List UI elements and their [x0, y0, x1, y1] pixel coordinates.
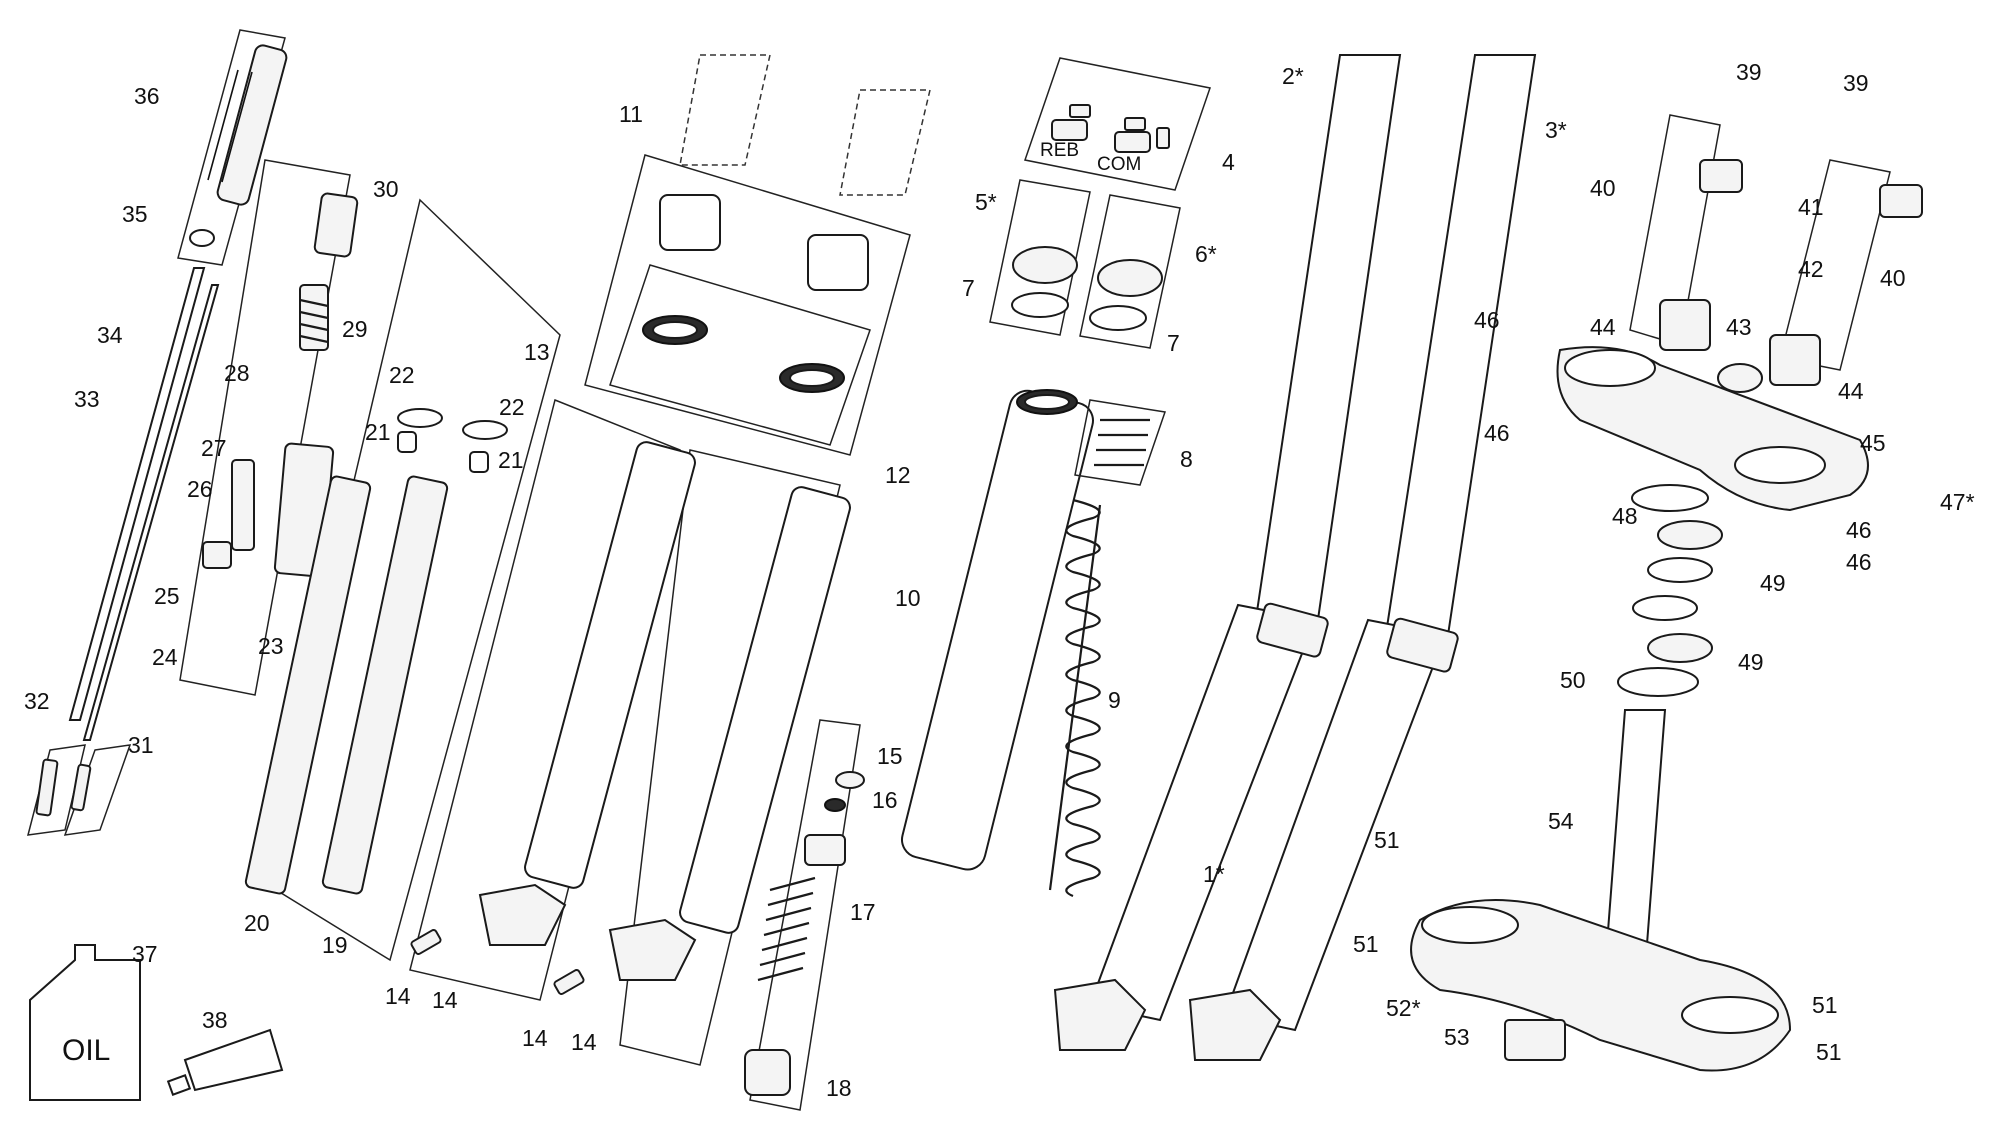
label-45: 45 [1860, 430, 1886, 456]
lower-triple-clamp [1410, 709, 1792, 1072]
label-46b: 46 [1484, 420, 1510, 446]
oil-bottle: OIL [29, 944, 141, 1101]
com-label: COM [1097, 154, 1141, 175]
label-9: 9 [1108, 687, 1121, 713]
fork-leg-3 [1188, 54, 1537, 1061]
group-15-18-frame [744, 719, 865, 1111]
label-49b: 49 [1738, 649, 1764, 675]
label-38: 38 [202, 1007, 228, 1033]
label-7b: 7 [1167, 330, 1180, 356]
group-19-22-frame [244, 198, 561, 962]
label-39b: 39 [1843, 70, 1869, 96]
label-22b: 22 [499, 394, 525, 420]
label-14d: 14 [571, 1029, 597, 1055]
rods-33-34 [26, 267, 220, 836]
label-20: 20 [244, 910, 270, 936]
label-13: 13 [524, 339, 550, 365]
label-21b: 21 [498, 447, 524, 473]
label-25: 25 [154, 583, 180, 609]
label-2: 2* [1282, 63, 1304, 89]
label-29: 29 [342, 316, 368, 342]
label-37: 37 [132, 941, 158, 967]
label-21a: 21 [365, 419, 391, 445]
label-46c: 46 [1846, 517, 1872, 543]
label-35: 35 [122, 201, 148, 227]
upper-triple-clamp [1556, 346, 1869, 512]
group-5-6-frames [989, 179, 1181, 349]
label-14c: 14 [522, 1025, 548, 1051]
group-4-frame: REB COM [1024, 57, 1211, 191]
label-52: 52* [1386, 995, 1421, 1021]
label-23: 23 [258, 633, 284, 659]
label-1: 1* [1203, 861, 1225, 887]
label-43: 43 [1726, 314, 1752, 340]
label-30: 30 [373, 176, 399, 202]
label-34: 34 [97, 322, 123, 348]
label-3: 3* [1545, 117, 1567, 143]
label-49a: 49 [1760, 570, 1786, 596]
grease-tube [166, 1028, 284, 1096]
label-46d: 46 [1846, 549, 1872, 575]
cartridge-10 [901, 389, 1094, 871]
oil-label: OIL [62, 1034, 110, 1067]
label-18: 18 [826, 1075, 852, 1101]
label-42: 42 [1798, 256, 1824, 282]
label-7a: 7 [962, 275, 975, 301]
label-19: 19 [322, 932, 348, 958]
label-40b: 40 [1880, 265, 1906, 291]
reb-label: REB [1040, 140, 1079, 161]
callout-labels: 1* 2* 3* 4 5* 6* 7 7 8 9 10 11 12 13 14 … [24, 59, 1975, 1101]
label-11: 11 [619, 101, 643, 127]
label-14a: 14 [385, 983, 411, 1009]
spring-8-frame [1074, 399, 1166, 486]
label-48: 48 [1612, 503, 1638, 529]
label-17: 17 [850, 899, 876, 925]
label-39a: 39 [1736, 59, 1762, 85]
label-33: 33 [74, 386, 100, 412]
label-4: 4 [1222, 149, 1235, 175]
label-28: 28 [224, 360, 250, 386]
label-27: 27 [201, 435, 227, 461]
label-6: 6* [1195, 241, 1217, 267]
label-26: 26 [187, 476, 213, 502]
steering-bearings [1617, 484, 1723, 697]
label-10: 10 [895, 585, 921, 611]
label-46a: 46 [1474, 307, 1500, 333]
label-36: 36 [134, 83, 160, 109]
label-12: 12 [885, 462, 911, 488]
label-5: 5* [975, 189, 997, 215]
label-51c: 51 [1812, 992, 1838, 1018]
label-32: 32 [24, 688, 50, 714]
spring-9 [1048, 498, 1102, 898]
label-14b: 14 [432, 987, 458, 1013]
label-44a: 44 [1590, 314, 1616, 340]
label-51b: 51 [1353, 931, 1379, 957]
label-22a: 22 [389, 362, 415, 388]
label-44b: 44 [1838, 378, 1864, 404]
label-51d: 51 [1816, 1039, 1842, 1065]
label-8: 8 [1180, 446, 1193, 472]
label-41: 41 [1798, 194, 1824, 220]
group-11-frame [584, 54, 931, 456]
label-40a: 40 [1590, 175, 1616, 201]
group-36-tool [177, 29, 288, 266]
label-24: 24 [152, 644, 178, 670]
group-39-44-frames [1629, 114, 1923, 393]
label-47: 47* [1940, 489, 1975, 515]
group-12-13-frame [409, 398, 851, 1066]
label-54: 54 [1548, 808, 1574, 834]
label-53: 53 [1444, 1024, 1470, 1050]
fork-leg-2 [1053, 54, 1402, 1051]
label-51a: 51 [1374, 827, 1400, 853]
label-50: 50 [1560, 667, 1586, 693]
label-31: 31 [128, 732, 154, 758]
label-15: 15 [877, 743, 903, 769]
label-16: 16 [872, 787, 898, 813]
